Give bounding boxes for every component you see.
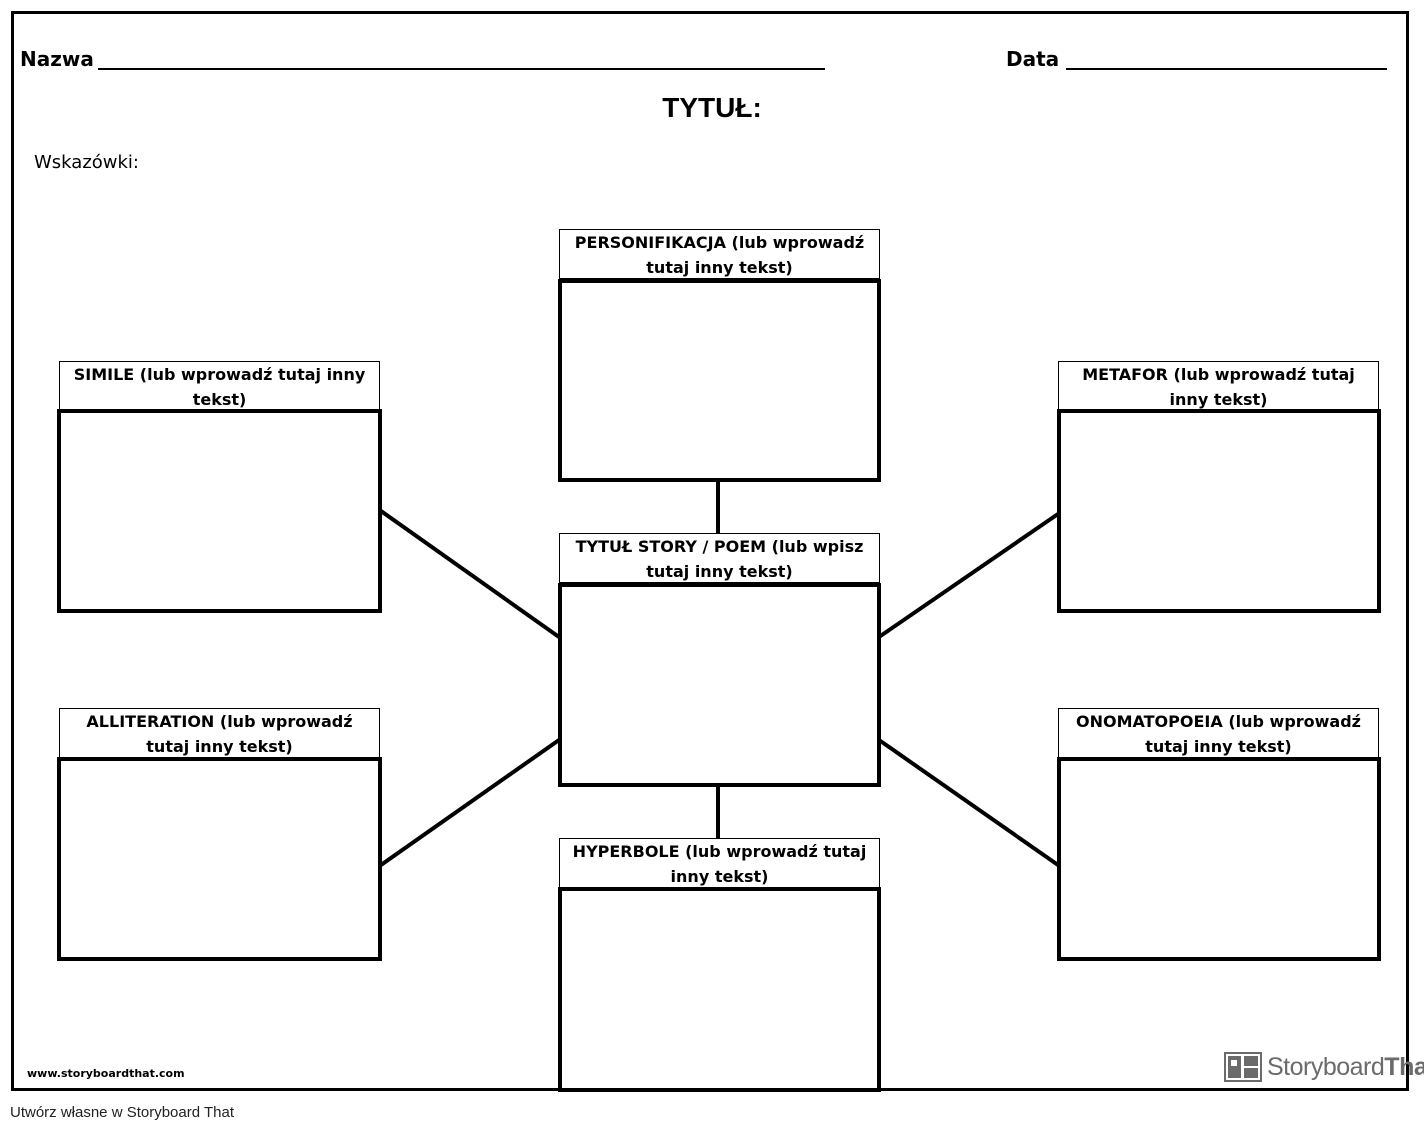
card-label-alliteration: ALLITERATION (lub wprowadź tutaj inny te… <box>59 708 380 758</box>
card-box-onomatopoeia[interactable] <box>1057 757 1381 961</box>
logo-word-2: That <box>1384 1052 1424 1081</box>
connector-bottom-left <box>379 738 561 867</box>
date-label: Data <box>1006 47 1060 71</box>
card-label-metaphor: METAFOR (lub wprowadź tutaj inny tekst) <box>1058 361 1379 411</box>
name-label: Nazwa <box>20 47 94 71</box>
storyboard-logo-icon <box>1224 1052 1262 1082</box>
name-field-line[interactable] <box>98 68 825 70</box>
card-label-personification: PERSONIFIKACJA (lub wprowadź tutaj inny … <box>559 229 880 279</box>
card-box-simile[interactable] <box>57 409 382 613</box>
date-field-line[interactable] <box>1066 68 1387 70</box>
card-box-alliteration[interactable] <box>57 757 382 961</box>
instructions-label: Wskazówki: <box>34 152 139 173</box>
card-box-center[interactable] <box>558 583 881 787</box>
connector-top-left <box>379 509 561 639</box>
card-box-hyperbole[interactable] <box>558 887 881 1092</box>
card-box-personification[interactable] <box>558 279 881 482</box>
card-box-metaphor[interactable] <box>1057 409 1381 613</box>
logo-word-1: Storyboard <box>1267 1052 1385 1081</box>
footer-create-link[interactable]: Utwórz własne w Storyboard That <box>10 1104 234 1121</box>
site-url[interactable]: www.storyboardthat.com <box>27 1067 185 1080</box>
card-label-simile: SIMILE (lub wprowadź tutaj inny tekst) <box>59 361 380 411</box>
card-label-center: TYTUŁ STORY / POEM (lub wpisz tutaj inny… <box>559 533 880 583</box>
page-title: TYTUŁ: <box>662 92 762 123</box>
connector-bottom-right <box>877 738 1060 867</box>
card-label-hyperbole: HYPERBOLE (lub wprowadź tutaj inny tekst… <box>559 838 880 888</box>
card-label-onomatopoeia: ONOMATOPOEIA (lub wprowadź tutaj inny te… <box>1058 708 1379 758</box>
connector-top-right <box>877 512 1060 639</box>
